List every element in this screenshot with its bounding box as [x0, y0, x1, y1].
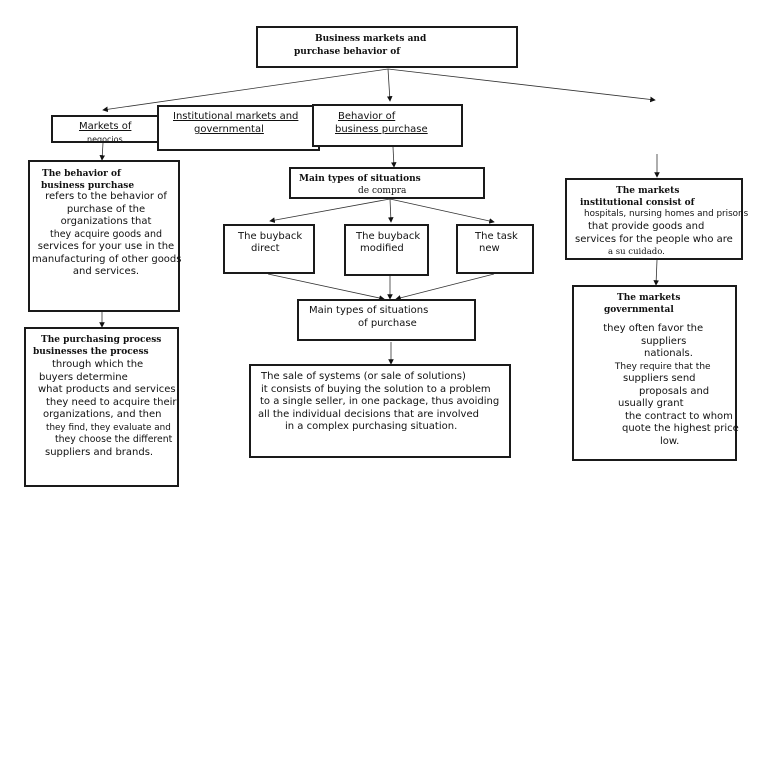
buyback-modified-node: The buyback modified: [344, 224, 429, 276]
purchasing-process-node: The purchasing process businesses the pr…: [24, 327, 179, 487]
gov-def-line: nationals.: [644, 348, 693, 359]
main-types-top-line2: de compra: [358, 186, 407, 196]
systems-sale-line: to a single seller, in one package, thus…: [260, 396, 500, 407]
root-node: Business markets and purchase behavior o…: [256, 26, 518, 68]
institutional-gov-line1: Institutional markets and: [173, 111, 299, 122]
process-title2: businesses the process: [33, 347, 149, 357]
behavior-def-line: refers to the behavior of: [45, 191, 167, 202]
arrow-main-types-to-new: [389, 198, 495, 224]
process-line: through which the: [52, 359, 144, 370]
task-new-line2: new: [479, 243, 500, 254]
buyback-direct-line1: The buyback: [238, 231, 303, 242]
systems-sale-line: in a complex purchasing situation.: [285, 421, 458, 432]
systems-sale-node: The sale of systems (or sale of solution…: [249, 364, 511, 458]
behavior-def-line: organizations that: [60, 216, 152, 227]
process-title1: The purchasing process: [41, 335, 162, 345]
business-markets-line1: Markets of: [79, 121, 132, 132]
buyback-modified-line1: The buyback: [356, 231, 421, 242]
institutional-def-title2: institutional consist of: [580, 198, 695, 208]
buyback-modified-line2: modified: [360, 243, 404, 254]
institutional-gov-line2: governmental: [194, 124, 264, 135]
institutional-def-title1: The markets: [616, 186, 680, 196]
process-line: they choose the different: [55, 434, 173, 445]
gov-def-line: usually grant: [618, 398, 684, 409]
institutional-def-line: services for the people who are: [575, 234, 733, 245]
arrow-main-types-to-modified: [387, 198, 394, 223]
process-line: organizations, and then: [43, 409, 162, 420]
institutional-def-line: that provide goods and: [588, 221, 705, 232]
arrow-new-to-bottom-types: [395, 273, 495, 301]
systems-sale-line: it consists of buying the solution to a …: [261, 383, 491, 395]
gov-def-line: the contract to whom: [625, 410, 733, 422]
behavior-def-line: purchase of the: [66, 203, 146, 215]
task-new-line1: The task: [475, 231, 518, 242]
main-types-bottom-node: Main types of situations of purchase: [297, 299, 476, 341]
institutional-gov-node: Institutional markets and governmental: [157, 105, 320, 151]
governmental-definition-node: The markets governmental they often favo…: [572, 285, 739, 461]
behavior-node: Behavior of business purchase: [312, 104, 463, 147]
arrow-root-to-behavior: [386, 68, 393, 102]
behavior-def-line: services for your use in the: [37, 241, 175, 252]
process-line: buyers determine: [39, 371, 128, 383]
institutional-def-line: hospitals, nursing homes and prisons: [584, 209, 749, 219]
behavior-line2: business purchase: [335, 124, 428, 135]
gov-def-line: they often favor the: [603, 323, 704, 334]
main-types-bottom-line1: Main types of situations: [309, 305, 429, 316]
systems-sale-line: The sale of systems (or sale of solution…: [261, 371, 466, 382]
institutional-definition-node: The markets institutional consist of hos…: [565, 178, 748, 260]
process-line: they find, they evaluate and: [46, 422, 171, 433]
task-new-node: The task new: [456, 224, 534, 274]
behavior-def-line: and services.: [72, 266, 140, 277]
root-line2: purchase behavior of: [294, 47, 401, 57]
process-line: suppliers and brands.: [45, 446, 154, 458]
gov-def-line: suppliers send: [623, 373, 696, 384]
gov-def-line: suppliers: [641, 335, 687, 347]
main-types-top-line1: Main types of situations: [299, 174, 421, 184]
gov-def-line: They require that the: [614, 361, 711, 372]
institutional-def-line: a su cuidado.: [608, 247, 665, 257]
gov-def-line: low.: [660, 435, 680, 447]
behavior-def-title1: The behavior of: [42, 169, 121, 179]
gov-def-line: proposals and: [639, 385, 710, 397]
buyback-direct-line2: direct: [251, 243, 280, 254]
process-line: they need to acquire their: [46, 396, 177, 408]
arrow-business-markets-to-behavior-def: [99, 142, 106, 161]
business-markets-node: Markets of negocios: [51, 115, 159, 143]
root-line1: Business markets and: [315, 34, 427, 44]
process-line: what products and services: [38, 384, 176, 395]
systems-sale-line: all the individual decisions that are in…: [258, 408, 479, 420]
gov-def-line: quote the highest price: [622, 423, 739, 434]
behavior-definition-node: The behavior of business purchase refers…: [28, 160, 182, 312]
behavior-def-line: manufacturing of other goods: [32, 253, 182, 265]
arrow-direct-to-bottom-types: [267, 273, 385, 301]
behavior-def-title2: business purchase: [41, 181, 135, 191]
arrow-root-to-right: [387, 68, 656, 103]
arrow-institutional-def-to-gov-def: [653, 259, 659, 286]
arrow-behavior-to-main-types: [390, 146, 397, 168]
gov-def-title1: The markets: [617, 293, 681, 303]
behavior-def-line: they acquire goods and: [49, 228, 163, 240]
behavior-line1: Behavior of: [338, 111, 396, 122]
business-markets-line2: negocios: [87, 135, 123, 143]
arrow-main-types-to-direct: [269, 198, 391, 223]
main-types-top-node: Main types of situations de compra: [289, 167, 485, 199]
main-types-bottom-line2: of purchase: [358, 318, 417, 329]
gov-def-title2: governmental: [604, 305, 674, 315]
buyback-direct-node: The buyback direct: [223, 224, 315, 274]
